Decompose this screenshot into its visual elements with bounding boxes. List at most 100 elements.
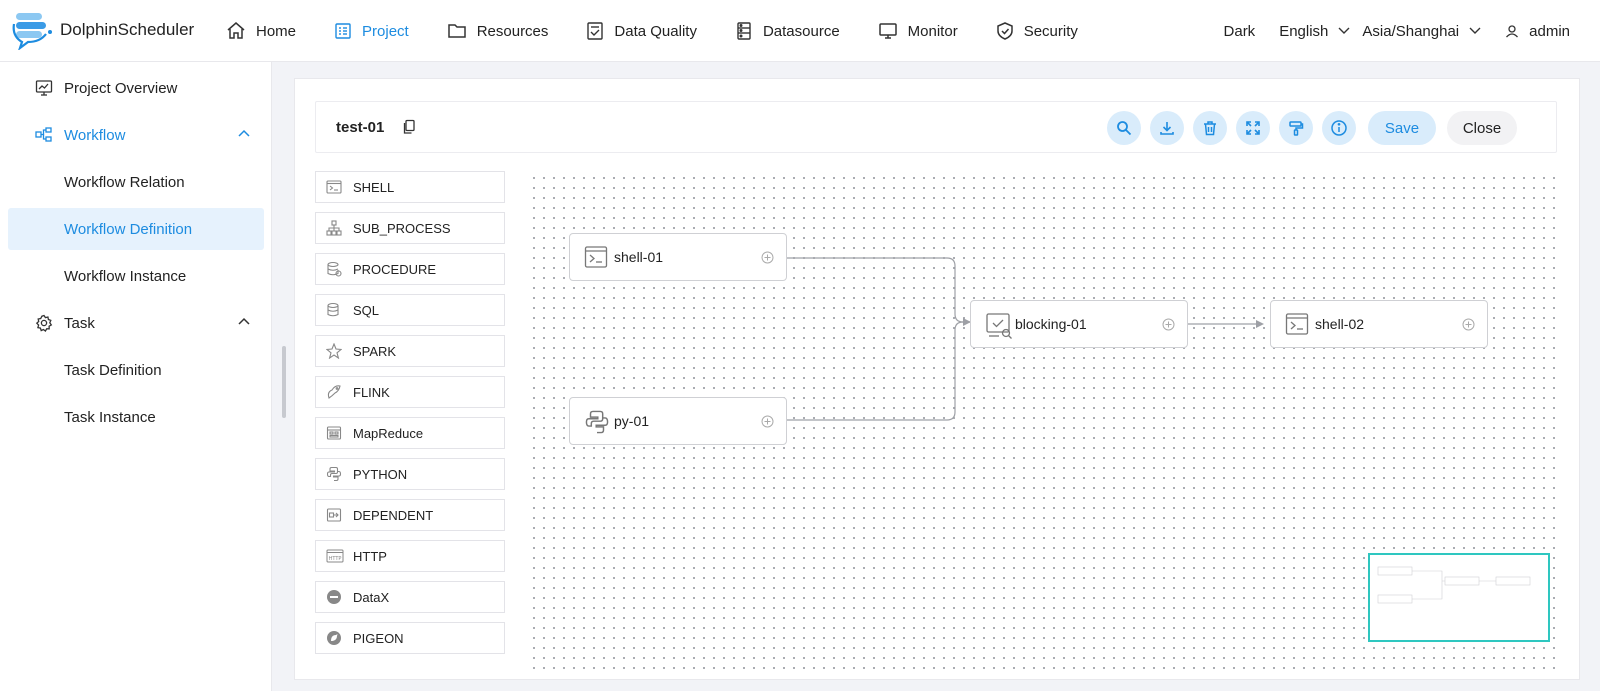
dag-node-py-01[interactable]: py-01	[569, 397, 787, 445]
sidebar-item-project-overview[interactable]: Project Overview	[8, 67, 264, 109]
copy-icon[interactable]	[402, 119, 416, 135]
palette-item-datax[interactable]: DataX	[315, 581, 505, 613]
palette-item-dependent[interactable]: DEPENDENT	[315, 499, 505, 531]
palette-item-mapreduce[interactable]: MapReduce	[315, 417, 505, 449]
dolphin-logo-icon	[12, 13, 52, 50]
palette-item-sub-process[interactable]: SUB_PROCESS	[315, 212, 505, 244]
edge-arrow-blocking-01	[963, 318, 971, 326]
shield-icon	[996, 22, 1013, 40]
header-right: Dark English Asia/Shanghai admin	[1224, 0, 1600, 62]
add-circle-icon[interactable]	[1462, 318, 1475, 331]
spark-icon	[326, 343, 342, 359]
user-name: admin	[1529, 22, 1570, 40]
search-icon	[1117, 121, 1132, 136]
project-overview-icon	[35, 80, 53, 96]
palette-item-http[interactable]: HTTP HTTP	[315, 540, 505, 572]
datasource-icon	[737, 22, 751, 40]
delete-button[interactable]	[1193, 111, 1227, 145]
timezone-select[interactable]: Asia/Shanghai	[1362, 23, 1481, 40]
search-button[interactable]	[1107, 111, 1141, 145]
palette-item-label: SHELL	[353, 179, 395, 195]
language-label: English	[1279, 22, 1329, 40]
palette-item-python[interactable]: PYTHON	[315, 458, 505, 490]
shell-icon	[584, 246, 608, 268]
http-icon: HTTP	[326, 549, 344, 563]
nav-datasource-label: Datasource	[762, 22, 840, 40]
top-header: DolphinScheduler Home Project Resources …	[0, 0, 1600, 62]
sidebar-item-workflow-definition[interactable]: Workflow Definition	[8, 208, 264, 250]
palette-item-label: MapReduce	[353, 425, 424, 441]
nav-security-label: Security	[1023, 22, 1078, 40]
sidebar-item-label: Workflow Definition	[64, 220, 193, 238]
nav-security[interactable]: Security	[996, 21, 1078, 41]
gear-icon	[35, 314, 53, 332]
download-icon	[1160, 122, 1174, 135]
dag-node-shell-02[interactable]: shell-02	[1270, 300, 1488, 348]
task-palette: SHELL SUB_PROCESS PROCEDURE SQL SPARK FL…	[315, 171, 505, 671]
nav-data-quality-label: Data Quality	[614, 22, 697, 40]
sidebar-item-task-instance[interactable]: Task Instance	[8, 396, 264, 438]
palette-item-pigeon[interactable]: PIGEON	[315, 622, 505, 654]
paint-brush-icon	[1289, 121, 1304, 136]
palette-item-shell[interactable]: SHELL	[315, 171, 505, 203]
language-select[interactable]: English	[1279, 23, 1350, 40]
palette-item-spark[interactable]: SPARK	[315, 335, 505, 367]
dependent-icon	[326, 508, 342, 522]
pigeon-icon	[327, 631, 341, 645]
workflow-icon	[35, 127, 52, 142]
nav-resources[interactable]: Resources	[447, 22, 548, 40]
sidebar-scrollbar[interactable]	[282, 346, 286, 418]
sidebar-item-label: Task Definition	[64, 361, 162, 379]
sql-icon	[327, 302, 339, 317]
info-button[interactable]	[1322, 111, 1356, 145]
palette-item-flink[interactable]: FLINK	[315, 376, 505, 408]
add-circle-icon[interactable]	[761, 415, 774, 428]
workflow-title: test-01	[336, 118, 385, 136]
dag-node-shell-01[interactable]: shell-01	[569, 233, 787, 281]
chevron-up-icon	[238, 129, 250, 137]
palette-item-label: SPARK	[353, 343, 397, 359]
theme-toggle[interactable]: Dark	[1224, 23, 1256, 40]
nav-datasource[interactable]: Datasource	[735, 21, 840, 41]
sidebar-item-workflow-instance[interactable]: Workflow Instance	[8, 255, 264, 297]
palette-item-sql[interactable]: SQL	[315, 294, 505, 326]
info-icon	[1331, 120, 1347, 136]
nav-home[interactable]: Home	[226, 21, 296, 41]
nav-project[interactable]: Project	[334, 22, 409, 40]
nav-data-quality[interactable]: Data Quality	[586, 21, 697, 41]
download-button[interactable]	[1150, 111, 1184, 145]
dag-node-label: blocking-01	[1015, 316, 1087, 332]
palette-item-label: PIGEON	[353, 630, 404, 646]
nav-monitor-label: Monitor	[907, 22, 958, 40]
palette-item-label: SQL	[353, 302, 380, 318]
fullscreen-button[interactable]	[1236, 111, 1270, 145]
blocking-icon	[986, 313, 1012, 339]
format-button[interactable]	[1279, 111, 1313, 145]
sidebar-item-task-definition[interactable]: Task Definition	[8, 349, 264, 391]
chevron-up-icon	[238, 317, 250, 325]
sidebar-item-workflow[interactable]: Workflow	[8, 114, 264, 156]
trash-icon	[1204, 121, 1216, 136]
sidebar-item-label: Workflow Relation	[64, 173, 185, 191]
dag-node-blocking-01[interactable]: blocking-01	[970, 300, 1188, 348]
save-button[interactable]: Save	[1368, 111, 1436, 145]
procedure-icon	[327, 261, 342, 277]
dag-minimap[interactable]	[1368, 553, 1550, 642]
palette-item-label: PYTHON	[353, 466, 408, 482]
fullscreen-icon	[1246, 121, 1260, 135]
sidebar-item-workflow-relation[interactable]: Workflow Relation	[8, 161, 264, 203]
app-logo[interactable]: DolphinScheduler	[10, 10, 194, 50]
palette-item-procedure[interactable]: PROCEDURE	[315, 253, 505, 285]
sidebar-item-label: Task Instance	[64, 408, 156, 426]
nav-monitor[interactable]: Monitor	[878, 22, 958, 40]
folder-icon	[447, 24, 466, 38]
palette-item-label: SUB_PROCESS	[353, 220, 451, 236]
add-circle-icon[interactable]	[761, 251, 774, 264]
close-button[interactable]: Close	[1447, 111, 1517, 145]
palette-item-label: DataX	[353, 589, 390, 605]
add-circle-icon[interactable]	[1162, 318, 1175, 331]
sidebar-item-task[interactable]: Task	[8, 302, 264, 344]
flink-icon	[327, 385, 341, 399]
python-icon	[326, 466, 342, 482]
user-menu[interactable]: admin	[1505, 23, 1570, 40]
